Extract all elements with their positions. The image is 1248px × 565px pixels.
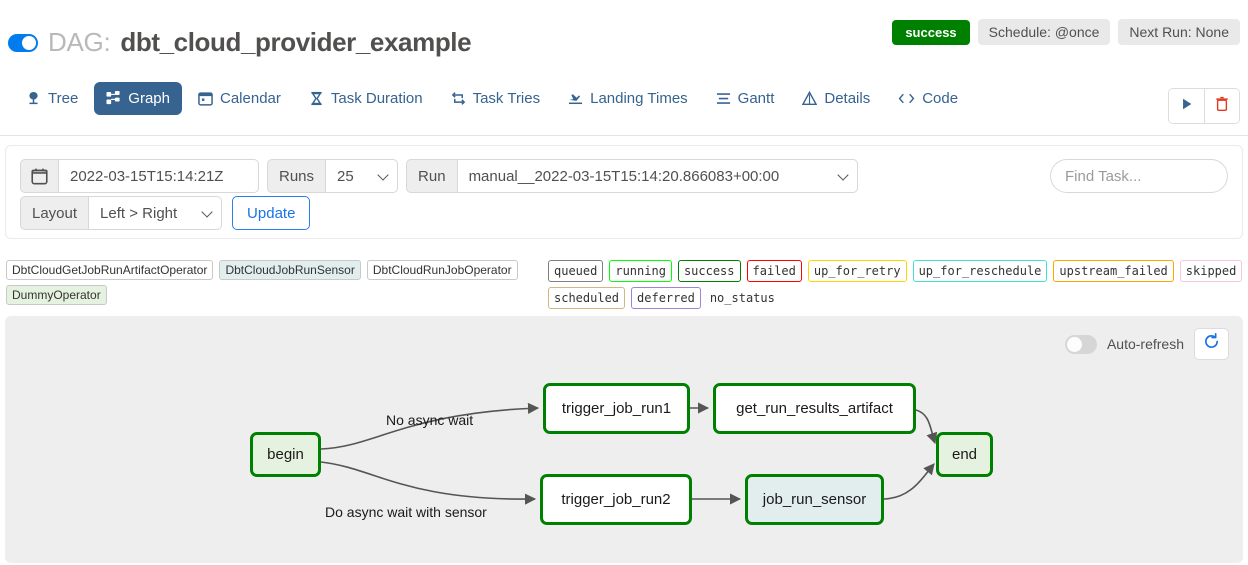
dag-prefix-label: DAG: bbox=[48, 27, 111, 57]
state-chip-success: success bbox=[677, 260, 741, 282]
operator-chip[interactable]: DummyOperator bbox=[6, 285, 107, 305]
tab-label: Task Tries bbox=[472, 90, 541, 107]
run-label: Run bbox=[406, 159, 458, 193]
graph-icon bbox=[106, 91, 121, 106]
base-date-group: 2022-03-15T15:14:21Z bbox=[20, 159, 259, 193]
graph-node-trigger-job-run2[interactable]: trigger_job_run2 bbox=[540, 474, 692, 525]
tab-label: Tree bbox=[48, 90, 79, 107]
edge-label-async-wait: Do async wait with sensor bbox=[325, 504, 487, 520]
schedule-badge[interactable]: Schedule: @once bbox=[977, 19, 1111, 45]
tab-tree[interactable]: Tree bbox=[14, 82, 90, 115]
status-badge: success bbox=[892, 19, 970, 45]
state-chip-running: running bbox=[609, 260, 672, 282]
gantt-icon bbox=[716, 91, 731, 106]
layout-group: Layout Left > Right bbox=[20, 196, 223, 230]
state-chip-failed: failed bbox=[746, 260, 802, 282]
tab-label: Calendar bbox=[220, 90, 281, 107]
tab-gantt[interactable]: Gantt bbox=[704, 82, 787, 115]
next-run-badge: Next Run: None bbox=[1118, 19, 1240, 45]
graph-node-trigger-job-run1[interactable]: trigger_job_run1 bbox=[543, 383, 690, 434]
state-chip-queued: queued bbox=[548, 260, 604, 282]
landing-icon bbox=[568, 91, 583, 106]
graph-node-job-run-sensor[interactable]: job_run_sensor bbox=[745, 474, 884, 525]
state-chip-deferred: deferred bbox=[631, 287, 701, 309]
retry-icon bbox=[451, 91, 466, 106]
tab-details[interactable]: Details bbox=[790, 82, 882, 115]
tabs-bar: Tree Graph Calendar Task Duration Task T bbox=[0, 78, 1248, 136]
operator-chip[interactable]: DbtCloudGetJobRunArtifactOperator bbox=[6, 260, 214, 280]
tab-graph[interactable]: Graph bbox=[94, 82, 182, 115]
tab-label: Gantt bbox=[737, 90, 775, 107]
runs-select[interactable]: 25 bbox=[326, 159, 399, 193]
layout-label: Layout bbox=[20, 196, 90, 230]
tab-label: Graph bbox=[128, 90, 170, 107]
tab-landing-times[interactable]: Landing Times bbox=[556, 82, 700, 115]
calendar-icon bbox=[198, 91, 213, 106]
hourglass-icon bbox=[309, 91, 324, 106]
dag-name-label: dbt_cloud_provider_example bbox=[120, 27, 472, 57]
tab-task-tries[interactable]: Task Tries bbox=[439, 82, 553, 115]
state-legend: queued running success failed up_for_ret… bbox=[548, 260, 1248, 309]
calendar-icon[interactable] bbox=[20, 159, 59, 193]
tab-label: Task Duration bbox=[330, 90, 423, 107]
filter-row-layout: Layout Left > Right Update bbox=[20, 196, 311, 230]
state-chip-skipped: skipped bbox=[1179, 260, 1243, 282]
update-button[interactable]: Update bbox=[232, 196, 311, 230]
tab-label: Code bbox=[922, 90, 959, 107]
tab-code[interactable]: Code bbox=[886, 82, 970, 115]
play-icon bbox=[1180, 97, 1194, 116]
trash-icon bbox=[1215, 96, 1229, 117]
state-chip-up-for-retry: up_for_retry bbox=[807, 260, 907, 282]
trigger-dag-button[interactable] bbox=[1169, 89, 1204, 123]
delete-dag-button[interactable] bbox=[1204, 89, 1239, 123]
graph-node-get-run-results-artifact[interactable]: get_run_results_artifact bbox=[713, 383, 916, 434]
refresh-controls: Auto-refresh bbox=[1064, 328, 1229, 360]
run-select[interactable]: manual__2022-03-15T15:14:20.866083+00:00 bbox=[457, 159, 858, 193]
state-chip-up-for-reschedule: up_for_reschedule bbox=[912, 260, 1048, 282]
page-header: DAG: dbt_cloud_provider_example success … bbox=[0, 0, 1248, 70]
filter-bar: 2022-03-15T15:14:21Z Runs 25 Run manual_… bbox=[5, 145, 1243, 239]
operator-chip[interactable]: DbtCloudJobRunSensor bbox=[219, 260, 361, 280]
find-task-input[interactable]: Find Task... bbox=[1050, 159, 1228, 193]
tab-label: Details bbox=[824, 90, 871, 107]
runs-group: Runs 25 bbox=[267, 159, 399, 193]
graph-node-end[interactable]: end bbox=[936, 432, 993, 477]
dag-actions bbox=[1168, 88, 1240, 124]
graph-edges bbox=[320, 402, 938, 505]
state-chip-upstream-failed: upstream_failed bbox=[1053, 260, 1174, 282]
details-icon bbox=[802, 91, 818, 106]
refresh-button[interactable] bbox=[1194, 328, 1229, 360]
state-chip-no-status: no_status bbox=[709, 291, 775, 305]
tab-task-duration[interactable]: Task Duration bbox=[297, 82, 435, 115]
graph-node-begin[interactable]: begin bbox=[250, 432, 321, 477]
run-group: Run manual__2022-03-15T15:14:20.866083+0… bbox=[406, 159, 858, 193]
state-chip-scheduled: scheduled bbox=[548, 287, 626, 309]
legend-area: DbtCloudGetJobRunArtifactOperator DbtClo… bbox=[0, 256, 1248, 309]
edge-label-no-async-wait: No async wait bbox=[386, 412, 474, 428]
runs-label: Runs bbox=[267, 159, 327, 193]
layout-select[interactable]: Left > Right bbox=[89, 196, 223, 230]
dag-pause-toggle[interactable] bbox=[8, 33, 38, 52]
auto-refresh-label: Auto-refresh bbox=[1106, 336, 1184, 352]
refresh-icon bbox=[1203, 333, 1220, 355]
operator-chip[interactable]: DbtCloudRunJobOperator bbox=[366, 260, 518, 280]
operator-legend: DbtCloudGetJobRunArtifactOperator DbtClo… bbox=[6, 260, 536, 305]
auto-refresh-toggle[interactable] bbox=[1064, 334, 1097, 354]
dag-title: DAG: dbt_cloud_provider_example bbox=[8, 27, 472, 58]
graph-canvas[interactable]: Auto-refresh begin trigger_job_ru bbox=[5, 316, 1243, 563]
code-icon bbox=[898, 91, 915, 106]
filter-row-primary: 2022-03-15T15:14:21Z Runs 25 Run manual_… bbox=[20, 159, 858, 193]
tab-calendar[interactable]: Calendar bbox=[186, 82, 293, 115]
base-date-input[interactable]: 2022-03-15T15:14:21Z bbox=[59, 159, 259, 193]
tree-icon bbox=[26, 91, 41, 106]
tab-list: Tree Graph Calendar Task Duration Task T bbox=[14, 82, 970, 115]
tab-label: Landing Times bbox=[590, 90, 688, 107]
header-badges: success Schedule: @once Next Run: None bbox=[892, 19, 1240, 45]
